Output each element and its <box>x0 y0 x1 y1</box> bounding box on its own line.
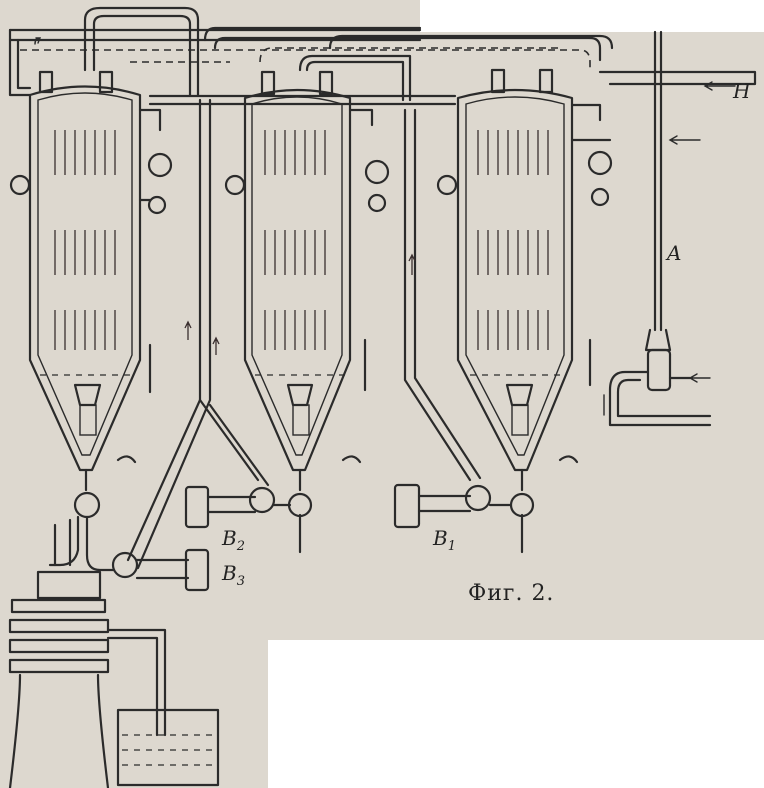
pump-b2 <box>184 485 292 529</box>
valve-assembly-a <box>603 328 712 427</box>
pump-b3 <box>48 515 210 592</box>
label-h: H <box>732 79 751 103</box>
label-b3: B3 <box>221 561 245 589</box>
column-3 <box>436 68 613 554</box>
connecting-pipes <box>126 98 482 570</box>
label-a: A <box>665 241 681 265</box>
label-b2: B2 <box>221 526 245 554</box>
pump-b1 <box>393 483 512 529</box>
condenser-apparatus <box>8 518 220 788</box>
column-2 <box>224 70 390 554</box>
figure-caption: Фиг. 2. <box>468 581 554 606</box>
top-pipework <box>8 6 757 332</box>
label-b1: B1 <box>432 526 456 554</box>
